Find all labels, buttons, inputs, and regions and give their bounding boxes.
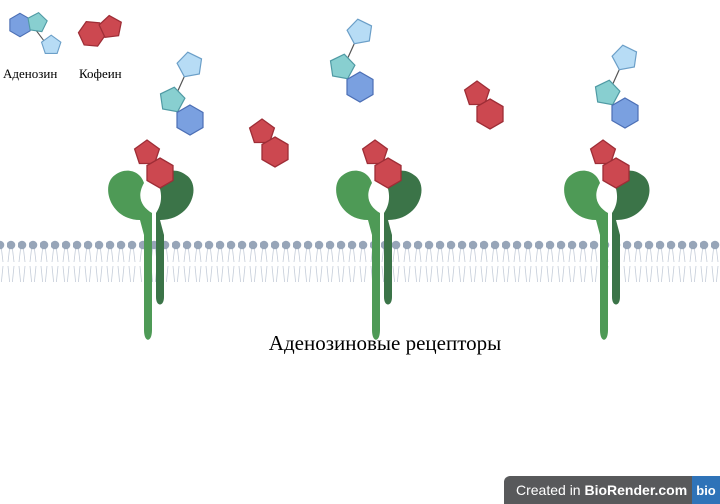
diagram-caption: Аденозиновые рецепторы: [268, 331, 502, 355]
badge-brand: BioRender.com: [584, 482, 688, 498]
adenosine-molecule-1: [158, 50, 204, 135]
badge-prefix: Created in: [516, 482, 585, 498]
biorender-logo-icon: bio: [692, 476, 720, 504]
legend-caffeine-label: Кофеин: [79, 66, 122, 81]
caffeine-molecule-2: [465, 81, 503, 129]
caffeine-molecule-1: [250, 119, 288, 167]
adenosine-molecule-3: [593, 43, 639, 128]
badge-text: Created in BioRender.com: [504, 482, 692, 498]
legend-adenosine-icon: [9, 10, 62, 55]
caffeine-molecule-icon: [465, 81, 503, 129]
caffeine-molecule-icon: [250, 119, 288, 167]
biorender-badge[interactable]: Created in BioRender.com bio: [504, 476, 720, 504]
adenosine-molecule-icon: [158, 50, 204, 135]
adenosine-molecule-icon: [328, 17, 374, 102]
adenosine-molecule-2: [328, 17, 374, 102]
legend-adenosine-label: Аденозин: [3, 66, 58, 81]
adenosine-molecule-icon: [593, 43, 639, 128]
legend-caffeine-icon: [74, 13, 124, 52]
